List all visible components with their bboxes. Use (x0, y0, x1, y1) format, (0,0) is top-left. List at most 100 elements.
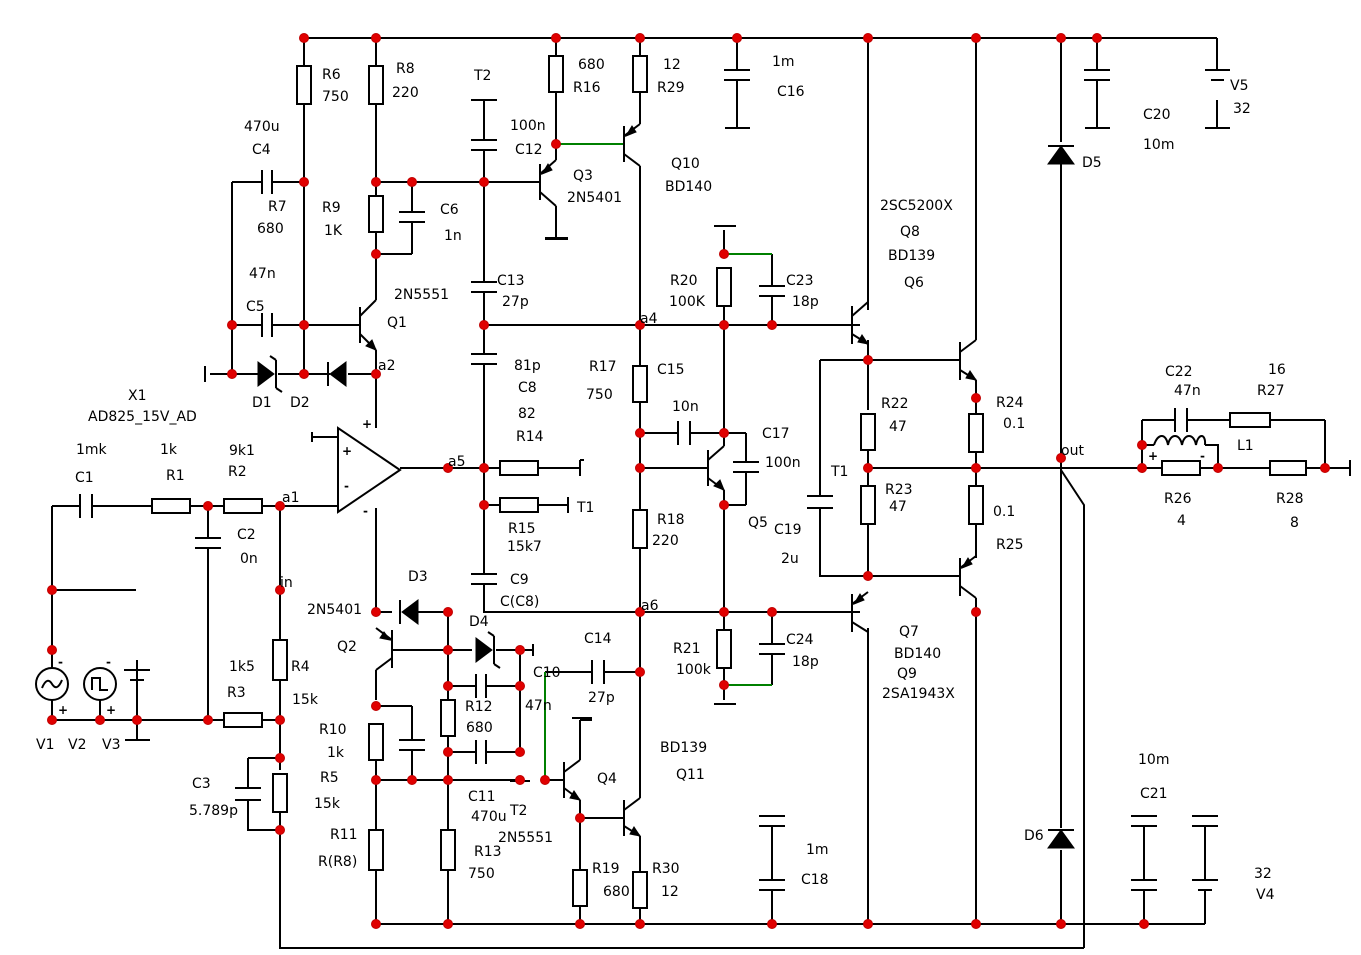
junction-dot (1139, 919, 1149, 929)
junction-dot (371, 607, 381, 617)
svg-text:-: - (1200, 449, 1205, 463)
schematic-label: C16 (777, 84, 805, 100)
capacitors[interactable] (79, 69, 1218, 891)
schematic-label: BD140 (894, 646, 941, 662)
schematic-label: 18p (792, 294, 819, 310)
junction-dot (971, 393, 981, 403)
resistor-r21 (716, 629, 732, 669)
schematic-label: V1 (36, 737, 54, 753)
resistors (151, 55, 1307, 909)
schematic-label: C20 (1143, 107, 1171, 123)
schematic-label: in (280, 575, 293, 591)
schematic-label: D3 (408, 569, 428, 585)
junction-dot (863, 355, 873, 365)
junction-dot (407, 177, 417, 187)
schematic-label: 32 (1233, 101, 1251, 117)
transistor-q5 (707, 445, 725, 491)
schematic-label: 8 (1290, 515, 1299, 531)
schematic-label: Q11 (676, 767, 705, 783)
schematic-label: a1 (282, 490, 300, 506)
schematic-label: T2 (473, 68, 491, 84)
schematic-label: 47 (889, 419, 907, 435)
junction-dot (275, 753, 285, 763)
schematic-label: Q10 (671, 156, 700, 172)
schematic-label: AD825_15V_AD (88, 409, 197, 425)
schematic-label: R4 (291, 659, 310, 675)
schematic-label: 100n (765, 455, 801, 471)
schematic-label: C(C8) (500, 594, 539, 610)
junction-dot (1056, 919, 1066, 929)
schematic-label: R17 (589, 359, 617, 375)
resistor-r18 (632, 509, 648, 549)
resistor-r11 (368, 829, 384, 871)
schematic-label: C22 (1165, 364, 1193, 380)
schematic-label: 10n (672, 399, 699, 415)
resistor-r25 (968, 485, 984, 525)
schematic-label: 47 (889, 499, 907, 515)
junction-dot (371, 33, 381, 43)
junction-dot (299, 320, 309, 330)
schematic-label: C24 (786, 632, 814, 648)
junction-dot (479, 463, 489, 473)
schematic-label: R27 (1257, 383, 1285, 399)
capacitor-v4-cap (1192, 815, 1218, 827)
resistor-r1 (151, 498, 191, 514)
schematic-label: 15k (314, 796, 341, 812)
schematic-label: R15 (508, 521, 536, 537)
schematic-label: R1 (166, 468, 185, 484)
schematic-label: C4 (252, 142, 271, 158)
capacitor-c14 (591, 660, 605, 684)
schematic-label: 4 (1177, 513, 1186, 529)
junction-dot (479, 500, 489, 510)
schematic-label: out (1061, 443, 1084, 459)
schematic-label: a6 (641, 598, 659, 614)
schematic-label: Q8 (900, 224, 920, 240)
junction-dot (863, 919, 873, 929)
junction-dot (371, 701, 381, 711)
junction-dot (1137, 463, 1147, 473)
junction-dot (635, 33, 645, 43)
schematic-label: 1k (327, 745, 345, 761)
schematic-label: 2SC5200X (880, 198, 953, 214)
diode-d4 (475, 637, 493, 663)
capacitor-c9 (471, 573, 497, 585)
schematic-label: a2 (378, 358, 396, 374)
junction-dot (575, 813, 585, 823)
resistor-r2 (223, 498, 263, 514)
schematic-label: 2u (781, 551, 799, 567)
schematic-label: R19 (592, 861, 620, 877)
capacitor-c3 (235, 787, 261, 801)
junction-dot (767, 607, 777, 617)
schematic-label: R21 (673, 641, 701, 657)
junction-dot (1092, 33, 1102, 43)
junction-dot (971, 463, 981, 473)
schematic-label: 2N5551 (394, 287, 449, 303)
schematic-label: Q4 (597, 771, 617, 787)
resistor-r6 (296, 65, 312, 105)
schematic-label: R11 (330, 827, 358, 843)
schematic-label: 470u (471, 809, 507, 825)
schematic-label: D2 (290, 395, 310, 411)
schematic-label: C1 (75, 470, 94, 486)
schematic-label: 680 (578, 57, 605, 73)
schematic-label: D6 (1024, 828, 1044, 844)
schematic-label: 220 (652, 533, 679, 549)
junction-dot (540, 775, 550, 785)
capacitor-c10 (475, 674, 487, 698)
transistor-q10 (623, 123, 641, 167)
resistor-r20 (716, 267, 732, 307)
junction-dot (275, 501, 285, 511)
schematic-label: X1 (128, 388, 147, 404)
schematic-label: D4 (469, 614, 489, 630)
schematic-label: 1mk (76, 442, 108, 458)
battery-sources (124, 69, 1230, 891)
junction-dot (863, 463, 873, 473)
schematic-label: R25 (996, 537, 1024, 553)
battery-v5 (1205, 69, 1230, 81)
junction-dot (635, 667, 645, 677)
schematic-label: 2N5401 (307, 602, 362, 618)
schematic-label: Q7 (899, 624, 919, 640)
schematic-label: C8 (518, 380, 537, 396)
junction-dot (443, 775, 453, 785)
